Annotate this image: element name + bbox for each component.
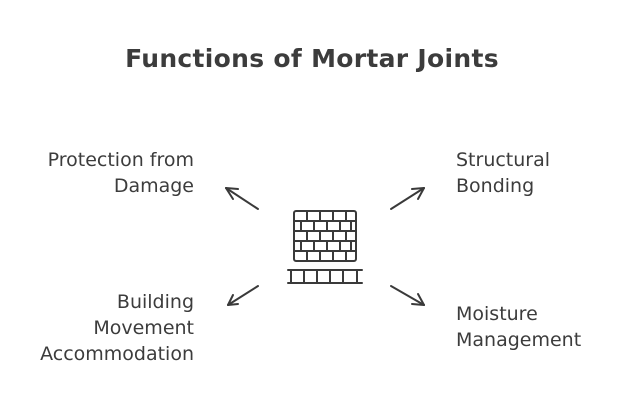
function-building-line-3: Accommodation [40,343,194,365]
function-structural-line-1: Structural [456,149,551,171]
arrow-building [227,285,259,306]
function-structural-label: Structural Bonding [456,147,550,199]
diagram-title: Functions of Mortar Joints [125,44,499,73]
function-moisture-label: Moisture Management [456,301,581,353]
function-protection-label: Protection from Damage [48,147,194,199]
arrow-structural [390,187,425,210]
brick-wall-icon [287,210,363,284]
function-protection-line-2: Damage [113,175,194,197]
function-structural-line-2: Bonding [456,175,535,197]
function-moisture-line-2: Management [456,329,582,351]
arrow-moisture [390,285,425,306]
arrow-protection [225,187,259,210]
function-moisture-line-1: Moisture [456,303,538,325]
function-building-line-1: Building [116,291,194,313]
function-protection-line-1: Protection from [47,149,194,171]
function-building-label: Building Movement Accommodation [40,289,194,367]
function-building-line-2: Movement [93,317,194,339]
